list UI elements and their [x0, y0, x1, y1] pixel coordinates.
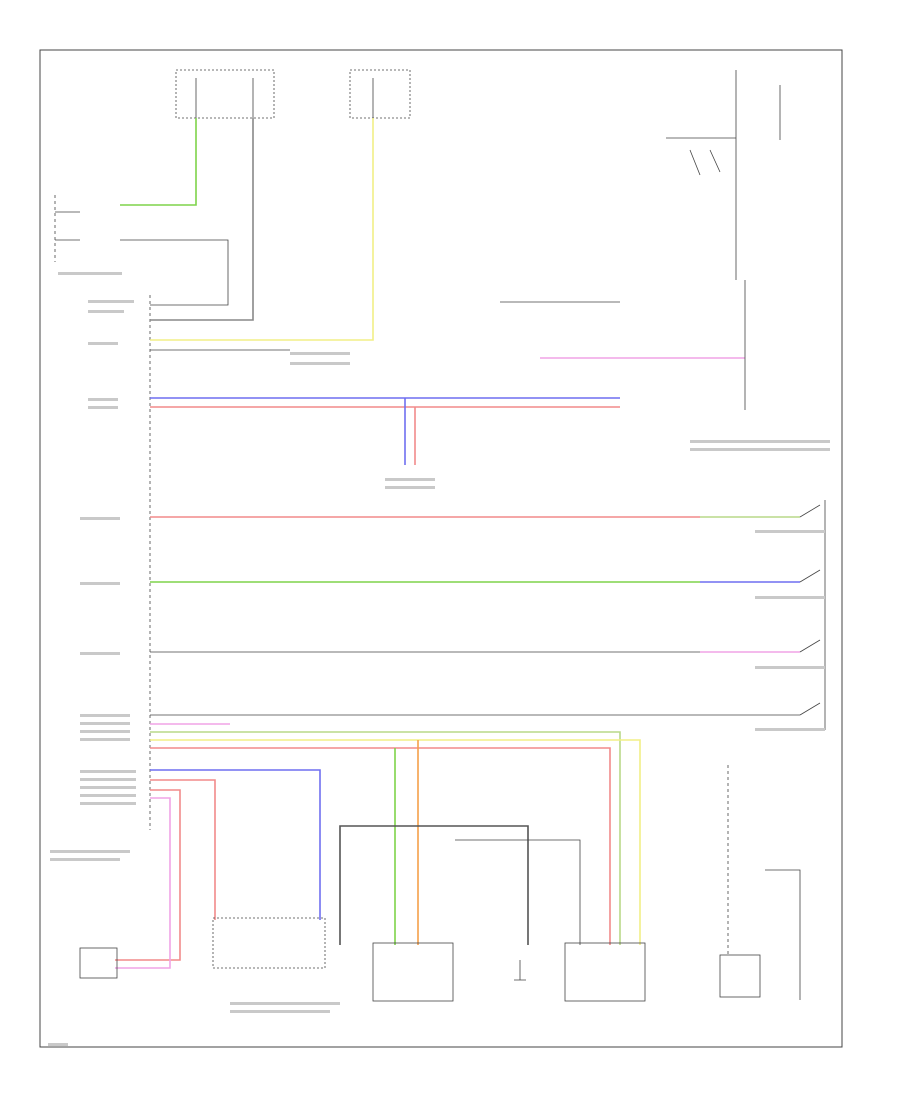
wire-yellow-top — [150, 118, 374, 341]
wire-yellow-lock — [150, 739, 641, 945]
door-switch-icons — [799, 500, 826, 730]
ground-icon — [514, 960, 526, 981]
fuse-block-right — [666, 70, 781, 280]
fuse-block-left — [175, 69, 275, 119]
label-placeholders — [48, 272, 830, 1046]
wire-pink-mirror — [115, 797, 171, 969]
wire-gray-ground — [455, 839, 581, 945]
wire-green-top — [120, 118, 197, 206]
wire-red-lock — [150, 747, 611, 945]
door-lock-assembly — [212, 917, 326, 969]
wire-red-mirror — [115, 789, 181, 961]
wire-lightgreen-lock — [150, 731, 621, 945]
wire-gray-2 — [120, 239, 229, 306]
wire-gray-harness — [339, 825, 529, 945]
wire-gray-top — [150, 118, 254, 321]
wire-blue-lower — [150, 769, 321, 920]
diagram-border — [39, 49, 843, 1048]
fuse-block-center — [349, 69, 411, 119]
mirror-control — [79, 947, 118, 979]
window-motor-right — [564, 942, 646, 1002]
fuse-lower-right — [765, 869, 801, 1000]
lock-switch-right — [719, 954, 761, 998]
window-motor-left — [372, 942, 454, 1002]
wire-red-lower — [150, 779, 216, 920]
control-unit-left — [54, 195, 151, 830]
